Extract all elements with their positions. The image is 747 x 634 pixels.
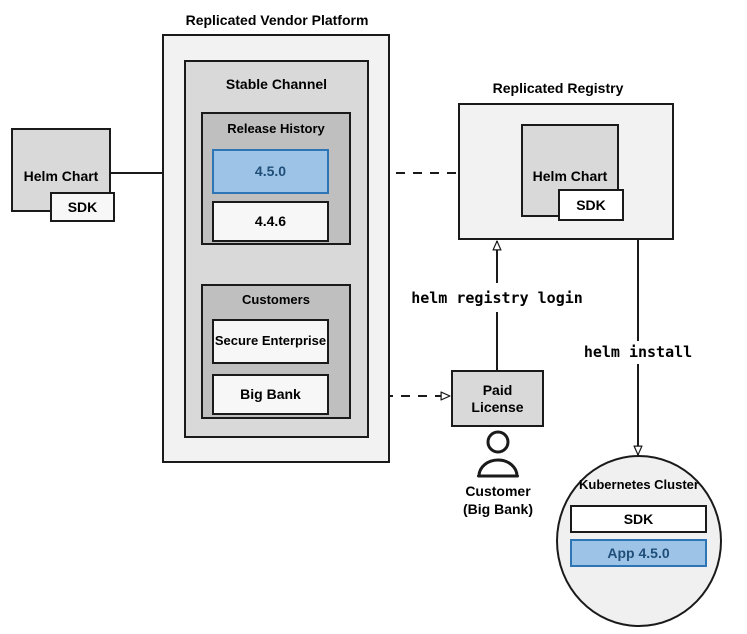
paid-license-label-line2: License xyxy=(471,398,524,415)
registry-helm-chart-label: Helm Chart xyxy=(532,168,608,184)
command-helm-install: helm install xyxy=(583,343,693,361)
cluster-component-sdk[interactable]: SDK xyxy=(570,505,707,533)
customer-actor-caption-line1: Customer xyxy=(465,483,531,499)
source-helm-chart-sdk-label: SDK xyxy=(67,198,98,215)
release-version-4-5-0-label: 4.5.0 xyxy=(254,163,287,180)
registry-helm-chart-sdk-label: SDK xyxy=(576,196,606,213)
release-version-4-5-0[interactable]: 4.5.0 xyxy=(212,149,329,194)
command-helm-registry-login: helm registry login xyxy=(411,289,583,307)
customer-actor-caption-line2: (Big Bank) xyxy=(463,500,533,517)
cluster-component-app-label: App 4.5.0 xyxy=(607,544,670,561)
paid-license-label-line1: Paid xyxy=(482,382,513,399)
source-helm-chart-label: Helm Chart xyxy=(23,168,99,184)
customer-big-bank[interactable]: Big Bank xyxy=(212,374,329,415)
release-version-4-4-6[interactable]: 4.4.6 xyxy=(212,201,329,242)
source-helm-chart-sdk[interactable]: SDK xyxy=(50,192,115,222)
vendor-platform-title: Replicated Vendor Platform xyxy=(185,12,369,28)
customer-secure-enterprise[interactable]: Secure Enterprise xyxy=(212,319,329,364)
cluster-component-sdk-label: SDK xyxy=(623,510,654,527)
paid-license[interactable]: Paid License xyxy=(451,370,544,427)
customer-actor-caption: Customer (Big Bank) xyxy=(428,483,568,518)
customer-secure-enterprise-label: Secure Enterprise xyxy=(214,333,327,349)
customer-big-bank-label: Big Bank xyxy=(240,386,301,403)
cluster-component-app[interactable]: App 4.5.0 xyxy=(570,539,707,567)
person-icon xyxy=(477,430,519,478)
release-version-4-4-6-label: 4.4.6 xyxy=(254,213,287,230)
replicated-registry-title: Replicated Registry xyxy=(492,80,624,96)
registry-helm-chart-sdk[interactable]: SDK xyxy=(558,189,624,221)
